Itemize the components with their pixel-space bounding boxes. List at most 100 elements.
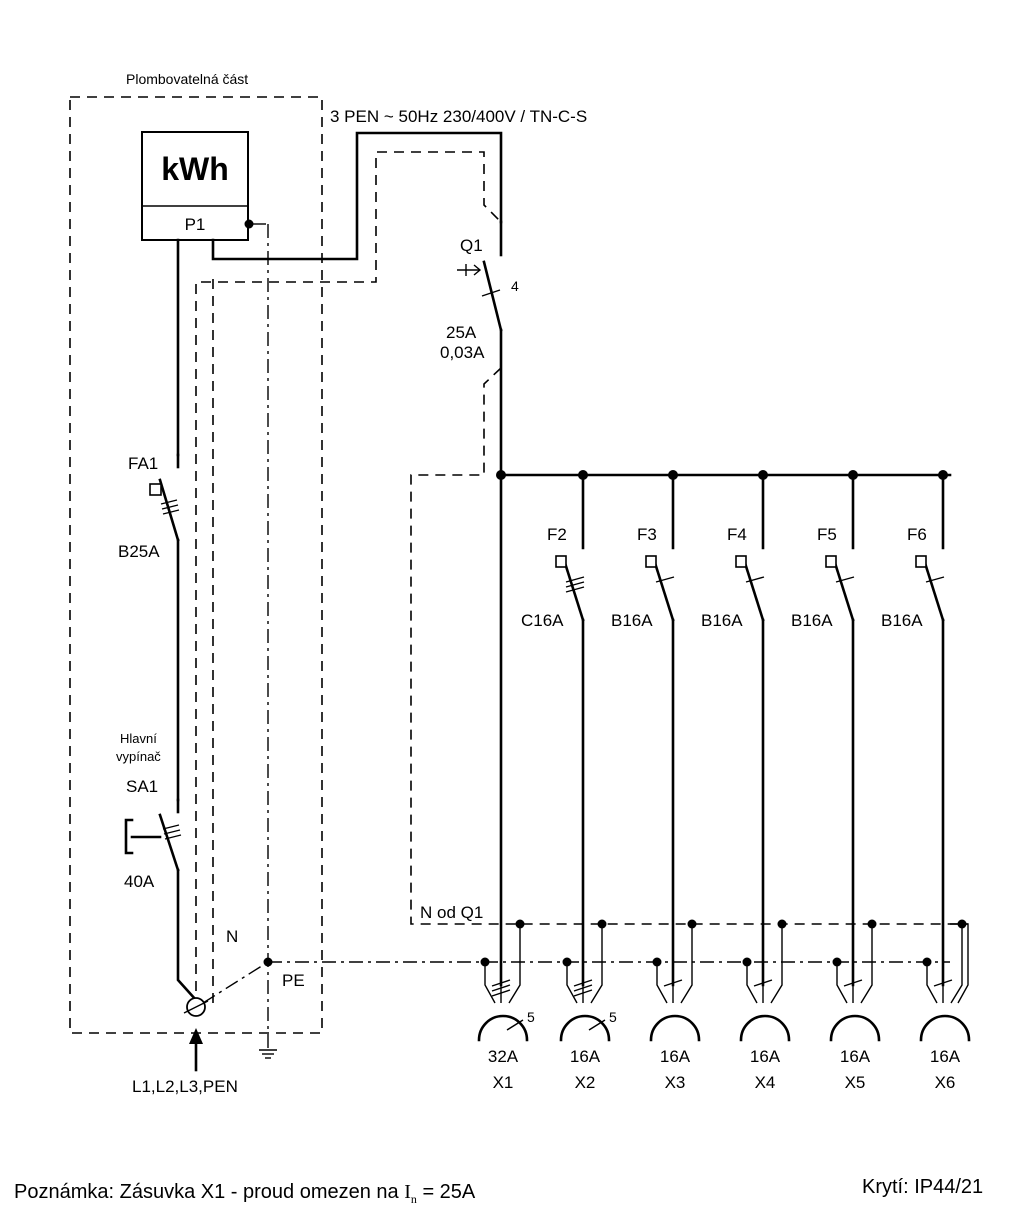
socket-rating-2: 16A [570, 1047, 601, 1066]
input-terminal-symbol [183, 997, 209, 1072]
fa1-breaker-symbol [149, 453, 180, 802]
meter-unit-label: kWh [161, 151, 229, 187]
breaker-blade-2 [563, 561, 585, 622]
socket-pole-tick-3 [663, 979, 683, 987]
neutral-bus-end [950, 923, 969, 1004]
supply-label: 3 PEN ~ 50Hz 230/400V / TN-C-S [330, 107, 587, 126]
q1-rcd-symbol [457, 220, 503, 477]
socket-icon-2 [559, 1014, 611, 1042]
breaker-blade-5 [833, 561, 855, 622]
neutral-from-q1-path [410, 367, 968, 925]
sa1-name: SA1 [126, 777, 158, 796]
socket-rating-5: 16A [840, 1047, 871, 1066]
meter-name-label: P1 [185, 215, 206, 234]
socket-icon-3 [649, 1014, 701, 1042]
socket-rating-3: 16A [660, 1047, 691, 1066]
socket-name-3: X3 [665, 1073, 686, 1092]
note-symbol-sub: n [410, 1192, 417, 1206]
note-text: Poznámka: Zásuvka X1 - proud omezen na I… [14, 1180, 475, 1211]
socket-icon-6 [919, 1014, 971, 1042]
socket-pole-marker-2 [588, 1019, 606, 1031]
breaker-pole-tick-6 [925, 576, 945, 583]
pe-lead-4 [746, 962, 758, 1004]
breaker-rating-4: B16A [701, 611, 743, 630]
breaker-trip-box-5 [825, 555, 837, 568]
socket-pole-tick-1 [491, 984, 511, 992]
socket-icon-5 [829, 1014, 881, 1042]
breaker-trip-box-4 [735, 555, 747, 568]
neutral-lead-4 [770, 924, 783, 1004]
breaker-rating-3: B16A [611, 611, 653, 630]
neutral-lead-6 [950, 924, 963, 1004]
note-suffix: = 25A [416, 1181, 476, 1203]
main-switch-caption-1: Hlavní [120, 731, 157, 746]
breaker-name-5: F5 [817, 525, 837, 544]
socket-name-5: X5 [845, 1073, 866, 1092]
neutral-path-upper [195, 151, 502, 1008]
pe-lead-6 [926, 962, 938, 1004]
socket-icon-4 [739, 1014, 791, 1042]
neutral-lead-1 [508, 924, 521, 1004]
breaker-pole-tick-4 [745, 576, 765, 583]
socket-pole-tick-6 [933, 979, 953, 987]
breaker-rating-5: B16A [791, 611, 833, 630]
socket-pole-tick-2 [573, 984, 593, 992]
socket-name-1: X1 [493, 1073, 514, 1092]
breaker-rating-6: B16A [881, 611, 923, 630]
breaker-name-4: F4 [727, 525, 747, 544]
meter-terminal-dot [244, 219, 254, 229]
breaker-trip-box-2 [555, 555, 567, 568]
breaker-trip-box-3 [645, 555, 657, 568]
breaker-name-2: F2 [547, 525, 567, 544]
socket-pole-tick-2 [573, 979, 593, 987]
distribution-branches: 532AX1F2C16A516AX2F3B16A16AX3F4B16A16AX4… [477, 470, 971, 1092]
socket-icon-1 [477, 1014, 529, 1042]
neutral-lead-5 [860, 924, 873, 1004]
input-label: L1,L2,L3,PEN [132, 1077, 238, 1096]
pe-junction-dot [263, 957, 273, 967]
socket-rating-1: 32A [488, 1047, 519, 1066]
sa1-switch-symbol [124, 798, 198, 1002]
main-switch-caption-2: vypínač [116, 749, 161, 764]
socket-poles-2: 5 [609, 1009, 617, 1025]
pe-diagonal-line [202, 961, 269, 1004]
kwh-meter: kWh P1 [141, 131, 249, 241]
breaker-pole-tick-2 [565, 576, 585, 583]
socket-rating-4: 16A [750, 1047, 781, 1066]
socket-pole-tick-5 [843, 979, 863, 987]
neutral-lead-2 [590, 924, 603, 1004]
protection-rating: Krytí: IP44/21 [862, 1176, 984, 1198]
meter-to-rcd-line [211, 131, 503, 261]
n-from-q1-label: N od Q1 [420, 903, 483, 922]
socket-name-2: X2 [575, 1073, 596, 1092]
pe-lead-5 [836, 962, 848, 1004]
pe-label: PE [282, 971, 305, 990]
socket-rating-6: 16A [930, 1047, 961, 1066]
pe-lead-3 [656, 962, 668, 1004]
breaker-blade-3 [653, 561, 675, 622]
breaker-blade-4 [743, 561, 765, 622]
breaker-blade-6 [923, 561, 945, 622]
pe-lead-2 [566, 962, 578, 1004]
note-symbol: In [404, 1181, 417, 1206]
socket-pole-tick-1 [491, 979, 511, 987]
sa1-rating: 40A [124, 872, 155, 891]
ground-icon [259, 1049, 277, 1059]
socket-pole-tick-1 [491, 989, 511, 997]
q1-current: 25A [446, 323, 477, 342]
breaker-name-3: F3 [637, 525, 657, 544]
pe-lead-1 [484, 962, 496, 1004]
socket-name-6: X6 [935, 1073, 956, 1092]
socket-pole-marker-1 [506, 1019, 524, 1031]
neutral-lead-3 [680, 924, 693, 1004]
q1-residual: 0,03A [440, 343, 485, 362]
note-prefix: Poznámka: Zásuvka X1 - proud omezen na [14, 1181, 405, 1203]
breaker-pole-tick-5 [835, 576, 855, 583]
breaker-pole-tick-3 [655, 576, 675, 583]
fa1-name: FA1 [128, 454, 158, 473]
q1-name: Q1 [460, 236, 483, 255]
socket-pole-tick-2 [573, 989, 593, 997]
breaker-rating-2: C16A [521, 611, 564, 630]
breaker-pole-tick-2 [565, 586, 585, 593]
socket-poles-1: 5 [527, 1009, 535, 1025]
